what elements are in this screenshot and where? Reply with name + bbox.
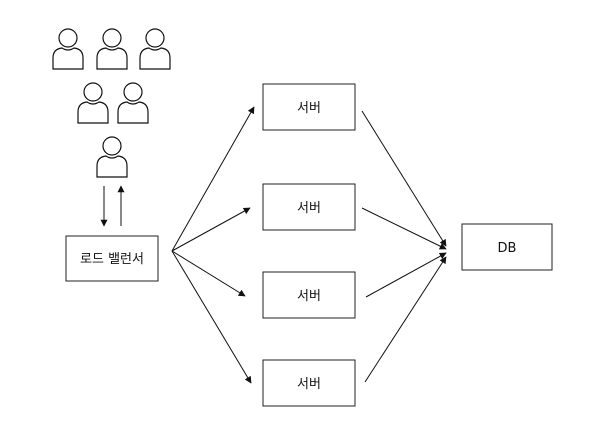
server-label: 서버 [297, 101, 321, 116]
server-label: 서버 [297, 201, 321, 216]
database-node: DB [461, 223, 553, 271]
server-to-db-arrow [365, 252, 447, 298]
server-node: 서버 [262, 271, 356, 319]
lb-to-server-arrow [171, 250, 246, 297]
server-label: 서버 [297, 377, 321, 392]
load-balancer-label: 로드 밸런서 [80, 252, 144, 267]
lb-to-server-arrow [171, 207, 251, 252]
server-label: 서버 [297, 289, 321, 304]
user-icon [117, 82, 149, 124]
user-icon [52, 28, 84, 70]
user-group [52, 28, 171, 178]
server-to-db-arrow [361, 110, 447, 247]
server-node: 서버 [262, 83, 356, 131]
user-icon [96, 28, 128, 70]
server-node: 서버 [262, 183, 356, 231]
user-icon [77, 82, 109, 124]
user-icon [139, 28, 171, 70]
user-icon [96, 136, 128, 178]
server-node: 서버 [262, 359, 356, 407]
lb-to-server-arrow [171, 106, 255, 252]
database-label: DB [498, 241, 517, 256]
load-balancer-node: 로드 밸런서 [65, 235, 159, 282]
lb-to-server-arrow [171, 250, 252, 384]
server-to-db-arrow [364, 256, 447, 383]
server-to-db-arrow [361, 207, 447, 250]
